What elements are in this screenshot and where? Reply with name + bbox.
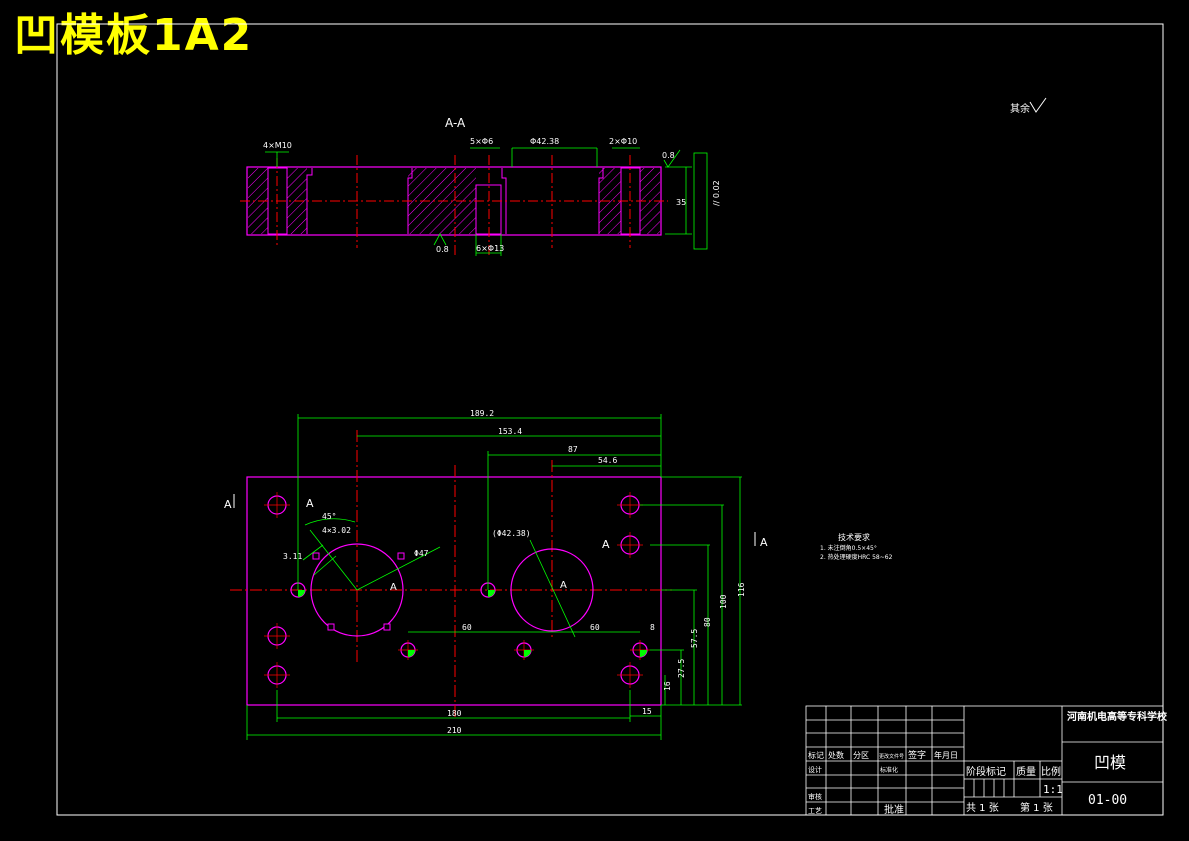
- svg-text:比例: 比例: [1041, 765, 1061, 778]
- dim-small: 8: [650, 623, 655, 632]
- cavity-right-in: [501, 168, 507, 234]
- die-opening-left: [310, 543, 404, 637]
- dim-notch-r: 3.11: [283, 552, 302, 561]
- marker-a5: A: [390, 582, 397, 593]
- svg-text:其余: 其余: [1010, 102, 1030, 115]
- dim-rough-top: 0.8: [662, 151, 675, 160]
- dim-15: 15: [642, 707, 652, 716]
- dim-189: 189.2: [470, 409, 494, 418]
- cavity-mid: [407, 168, 413, 234]
- svg-text:第 1 张: 第 1 张: [1020, 801, 1053, 814]
- svg-text:设计: 设计: [808, 765, 822, 774]
- outer-frame: [56, 23, 1164, 816]
- dim-116: 116: [737, 582, 746, 597]
- dim-dia-right: (Φ42.38): [492, 529, 531, 538]
- svg-text:标记: 标记: [808, 750, 824, 760]
- svg-text:标准化: 标准化: [880, 766, 898, 774]
- title-block-text: 河南机电高等专科学校 凹模 01-00 1:1 标记 处数 分区 更改文件号 签…: [808, 710, 1168, 816]
- dim-holes-2: 2×Φ10: [609, 137, 637, 146]
- dim-54: 54.6: [598, 456, 617, 465]
- marker-a6: A: [560, 580, 567, 591]
- school-name: 河南机电高等专科学校: [1067, 710, 1168, 723]
- drawing-no: 01-00: [1088, 793, 1127, 808]
- cavity-left: [306, 168, 313, 234]
- dim-gap-left: 60: [462, 623, 472, 632]
- marker-a4: A: [760, 536, 768, 549]
- svg-text:签字: 签字: [908, 749, 926, 761]
- svg-text:处数: 处数: [828, 750, 844, 760]
- dim-hole-42: Φ42.38: [530, 137, 559, 146]
- dim-angle: 45°: [322, 512, 336, 521]
- dim-parallel: // 0.02: [712, 180, 721, 206]
- die-opening-right: [510, 548, 594, 632]
- dim-180: 180: [447, 709, 462, 718]
- title-block: [805, 705, 1164, 816]
- marker-a3: A: [602, 538, 610, 551]
- svg-text:审核: 审核: [808, 792, 822, 801]
- dim-cbore-6: 6×Φ13: [476, 244, 504, 253]
- section-view: A-A: [240, 116, 721, 258]
- svg-text:技术要求: 技术要求: [838, 532, 870, 542]
- marker-a2: A: [306, 497, 314, 510]
- dim-57: 57.5: [690, 629, 699, 648]
- plan-view: 189.2 153.4 87 54.6 45° 4×3.02 3.11 Φ47 …: [224, 409, 768, 740]
- dim-153: 153.4: [498, 427, 522, 436]
- cavity-right: [598, 168, 604, 234]
- drawing-big-title: 凹模板1A2: [14, 10, 254, 61]
- dim-threads: 4×M10: [263, 141, 292, 150]
- svg-text:质量: 质量: [1016, 766, 1036, 778]
- dim-height: 35: [676, 198, 686, 207]
- svg-text:年月日: 年月日: [934, 750, 958, 760]
- svg-text:共 1 张: 共 1 张: [966, 802, 999, 814]
- dim-100: 100: [719, 594, 728, 609]
- tech-requirements: 技术要求 1. 未注倒角0.5×45° 2. 热处理硬度HRC 58~62: [820, 532, 893, 561]
- dim-87: 87: [568, 445, 578, 454]
- dim-210: 210: [447, 726, 462, 735]
- roughness-note: 其余: [1010, 97, 1047, 115]
- svg-text:阶段标记: 阶段标记: [966, 765, 1006, 778]
- dim-notch: 4×3.02: [322, 526, 351, 535]
- dim-dia-left: Φ47: [414, 549, 429, 558]
- svg-text:1. 未注倒角0.5×45°: 1. 未注倒角0.5×45°: [820, 544, 877, 552]
- scale-value: 1:1: [1043, 783, 1063, 796]
- dim-rough-bot: 0.8: [436, 245, 449, 254]
- svg-text:更改文件号: 更改文件号: [879, 753, 904, 760]
- dim-27: 27.5: [677, 659, 686, 678]
- dim-80: 80: [703, 617, 712, 627]
- dim-holes-5: 5×Φ6: [470, 137, 493, 146]
- section-label: A-A: [445, 116, 466, 130]
- marker-a1: A: [224, 498, 232, 511]
- svg-text:分区: 分区: [853, 751, 869, 760]
- dim-gap-right: 60: [590, 623, 600, 632]
- dim-16: 16: [663, 681, 672, 691]
- plan-outline: [246, 476, 662, 706]
- part-name: 凹模: [1094, 753, 1126, 772]
- svg-text:2. 热处理硬度HRC 58~62: 2. 热处理硬度HRC 58~62: [820, 553, 893, 561]
- svg-text:批准: 批准: [884, 803, 904, 816]
- svg-text:工艺: 工艺: [808, 807, 822, 815]
